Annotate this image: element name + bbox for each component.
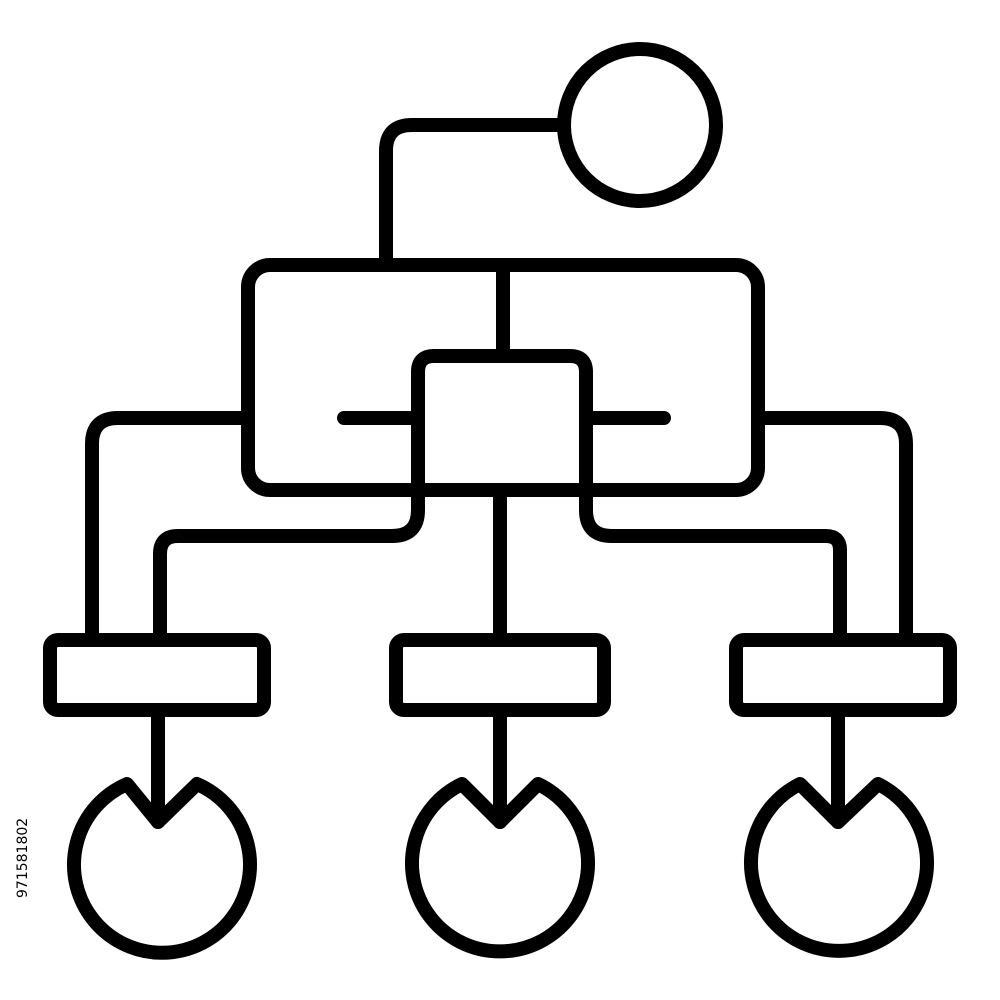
right-leaf-notched-circle-node (744, 777, 934, 958)
center-leaf-notched-circle-node (405, 777, 595, 959)
center-branch-rectangle-node (389, 633, 611, 717)
root-to-hub-connector (379, 118, 569, 269)
hub-to-left-branch-connector (85, 411, 251, 645)
left-leaf-notched-circle-node (67, 777, 257, 960)
root-circle-node (557, 42, 723, 208)
right-branch-rectangle-node (729, 633, 957, 717)
left-branch-rectangle-node (43, 633, 271, 717)
hub-to-right-branch-connector (755, 411, 913, 645)
stock-id-watermark: 971581802 (15, 817, 31, 899)
inner-rectangle-node (153, 349, 847, 645)
